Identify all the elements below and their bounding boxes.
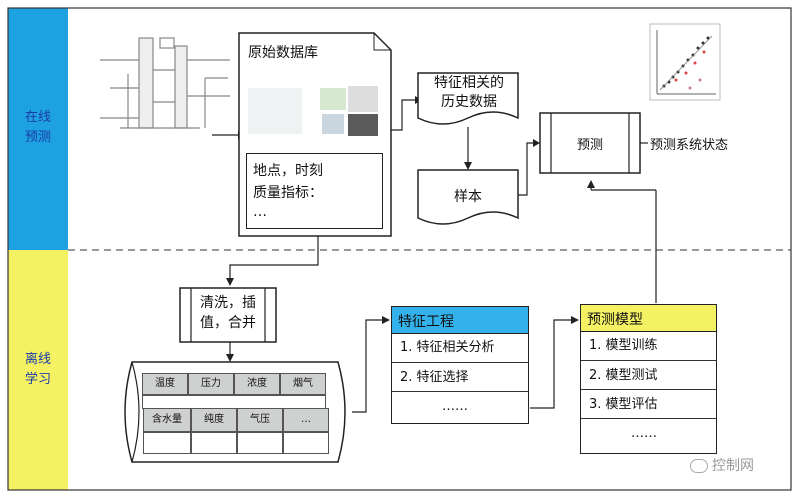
back-row-1: [142, 395, 326, 409]
offline-band: [8, 250, 68, 490]
fe-item-1: 1. 特征相关分析: [400, 340, 495, 355]
cable-thumbnail: [348, 114, 378, 136]
fe-item-3: ……: [392, 391, 528, 420]
col-moisture: 含水量: [143, 408, 191, 432]
plant-sketch: [100, 37, 230, 129]
watermark: 控制网: [690, 455, 754, 475]
col-concentration: 浓度: [234, 373, 280, 395]
state-label: 预测系统状态: [650, 138, 729, 153]
pm-item-1: 1. 模型训练: [589, 338, 658, 353]
col-flue-gas: 烟气: [280, 373, 326, 395]
network-thumbnail: [248, 88, 302, 134]
front-row-3: [237, 432, 283, 454]
col-more: …: [283, 408, 329, 432]
online-label: 在线 预测: [24, 110, 51, 145]
predict-label: 预测: [576, 138, 603, 153]
heatmap-thumbnail: [320, 88, 346, 110]
db-line-location: 地点，时刻: [253, 163, 323, 179]
col-temperature: 温度: [142, 373, 188, 395]
scatter-plot-icon: [649, 23, 721, 101]
col-purity: 纯度: [191, 408, 237, 432]
pm-header: 预测模型: [581, 305, 716, 332]
wechat-icon: [690, 459, 708, 473]
pm-item-3: 3. 模型评估: [581, 389, 716, 418]
db-line-quality: 质量指标：: [253, 185, 323, 201]
pm-item-2: 2. 模型测试: [581, 360, 716, 389]
online-band: [8, 8, 68, 250]
fe-title: 特征工程: [398, 314, 454, 330]
front-row-2: [191, 432, 237, 454]
col-air-pressure: 气压: [237, 408, 283, 432]
fe-item-2: 2. 特征选择: [392, 362, 528, 391]
db-title: 原始数据库: [248, 45, 318, 61]
feature-engineering-box: 特征工程 1. 特征相关分析 2. 特征选择 ……: [391, 306, 529, 424]
front-row-4: [283, 432, 329, 454]
grid-thumbnail: [348, 86, 378, 112]
offline-label: 离线 学习: [24, 352, 51, 387]
clean-label: 清洗，插 值，合并: [200, 295, 256, 331]
db-line-more: …: [253, 204, 267, 220]
prediction-model-box: 预测模型 1. 模型训练 2. 模型测试 3. 模型评估 ……: [580, 304, 717, 454]
pm-title: 预测模型: [587, 312, 643, 328]
chart-thumbnail: [322, 114, 344, 134]
fe-header: 特征工程: [392, 307, 528, 334]
front-row-1: [143, 432, 191, 454]
hist-label: 特征相关的 历史数据: [434, 75, 504, 110]
pm-item-4: ……: [581, 418, 716, 447]
col-pressure: 压力: [188, 373, 234, 395]
db-info-panel: 地点，时刻 质量指标： …: [246, 153, 383, 229]
sample-label: 样本: [454, 189, 482, 205]
db-thumbnails: [248, 84, 380, 140]
